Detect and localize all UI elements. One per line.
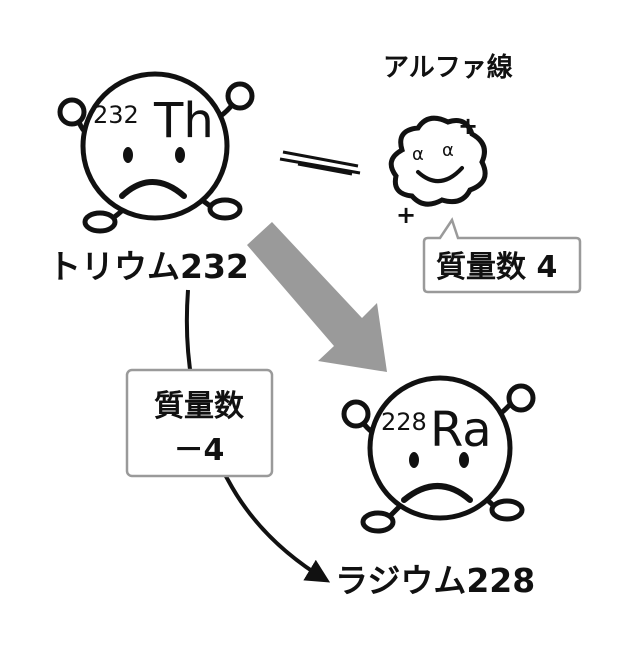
thorium-mouth bbox=[119, 179, 187, 199]
mass-bubble-text: 質量数 4 bbox=[436, 250, 557, 285]
radium-right-eye bbox=[459, 452, 469, 468]
thorium-body bbox=[80, 71, 230, 221]
mass-change-line2: －4 bbox=[174, 433, 225, 468]
alpha-mass-bubble: 質量数 4 bbox=[422, 217, 582, 294]
radium-right-hand bbox=[506, 383, 536, 413]
mass-change-line1: 質量数 bbox=[154, 389, 245, 424]
radium-mass-number: 228 bbox=[381, 408, 427, 436]
alpha-charge-top: + bbox=[458, 112, 478, 140]
thorium-character: 232 Th bbox=[57, 71, 255, 234]
thorium-right-hand bbox=[225, 81, 255, 111]
motion-line-3 bbox=[297, 162, 353, 176]
radium-name: ラジウム228 bbox=[335, 561, 535, 600]
thorium-right-foot bbox=[207, 197, 243, 221]
thorium-left-eye bbox=[123, 147, 133, 163]
alpha-charge-bottom: + bbox=[396, 201, 416, 229]
alpha-cloud-body bbox=[388, 115, 488, 207]
thorium-name: トリウム232 bbox=[48, 247, 249, 286]
alpha-ray-title: アルファ線 bbox=[383, 52, 513, 83]
motion-line-2 bbox=[279, 157, 361, 175]
mass-bubble-frame bbox=[422, 217, 582, 294]
radium-symbol: Ra bbox=[430, 402, 492, 458]
radium-left-hand bbox=[341, 399, 371, 429]
alpha-right-eye: α bbox=[442, 140, 454, 161]
mass-change-frame bbox=[125, 368, 274, 478]
radium-right-foot bbox=[489, 498, 525, 522]
thorium-symbol: Th bbox=[153, 93, 214, 149]
alpha-smile bbox=[416, 166, 464, 183]
radium-left-eye bbox=[409, 452, 419, 468]
mass-change-box: 質量数 －4 bbox=[125, 368, 274, 478]
motion-line-1 bbox=[282, 150, 359, 168]
thorium-mass-number: 232 bbox=[93, 101, 139, 129]
radium-character: 228 Ra bbox=[341, 375, 536, 534]
decay-arrow bbox=[247, 222, 387, 372]
thorium-left-hand bbox=[57, 97, 87, 127]
radium-mouth bbox=[401, 483, 473, 503]
alpha-motion-lines bbox=[279, 150, 361, 176]
radium-body bbox=[367, 375, 513, 521]
thorium-left-foot bbox=[82, 210, 118, 234]
alpha-particle: α α + + bbox=[388, 112, 488, 229]
radium-left-foot bbox=[360, 510, 396, 534]
thorium-right-eye bbox=[175, 147, 185, 163]
alpha-left-eye: α bbox=[412, 144, 424, 165]
